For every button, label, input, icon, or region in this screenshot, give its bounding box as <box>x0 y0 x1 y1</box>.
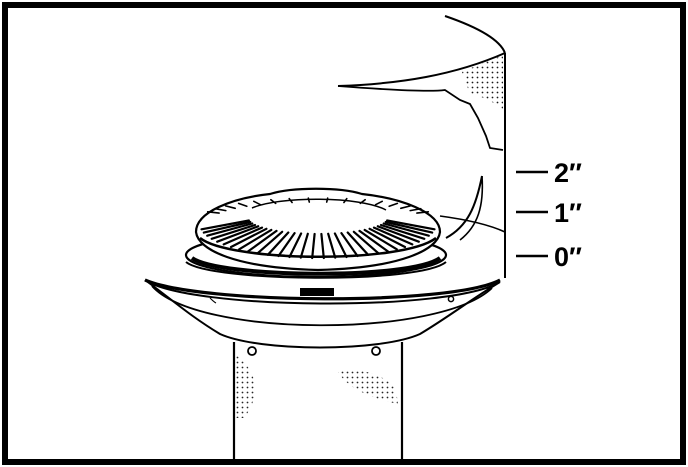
label-2-inch: 2″ <box>554 158 582 188</box>
burner-cap <box>194 187 442 272</box>
label-1-inch: 1″ <box>554 198 582 228</box>
reflector-bowl <box>144 278 501 349</box>
burner-ports <box>200 197 436 260</box>
height-scale: 2″ 1″ 0″ <box>516 158 582 272</box>
support-pipe <box>232 342 404 464</box>
label-0-inch: 0″ <box>554 242 582 272</box>
heat-shield <box>337 15 506 278</box>
